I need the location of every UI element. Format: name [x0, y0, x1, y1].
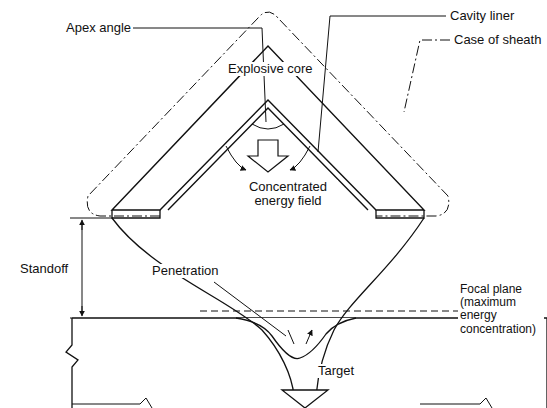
part-label: Explosive core	[226, 62, 315, 76]
leader-line	[318, 16, 446, 152]
energy-flow-curve	[112, 218, 294, 396]
cavity-liner	[168, 108, 368, 210]
energy-flow-curve	[316, 218, 424, 396]
energy-arrow	[248, 140, 288, 172]
explosive-core	[112, 46, 424, 210]
callout-label: Case of sheath	[452, 33, 543, 47]
casing-outline	[87, 12, 449, 216]
callout-label: Penetration	[150, 264, 221, 278]
energy-arrow	[226, 146, 246, 170]
part-label: Target	[316, 364, 356, 378]
output-arrow	[282, 390, 328, 408]
callout-label: Cavity liner	[448, 9, 516, 23]
focal-plane-line	[200, 311, 460, 312]
leader-line	[404, 40, 450, 112]
dimension-arrow	[82, 220, 83, 230]
callout-label: Apex angle	[64, 21, 133, 35]
region-label: Concentrated energy field	[238, 180, 338, 209]
penetration-arrows	[288, 330, 312, 344]
energy-arrow	[290, 146, 310, 170]
dimension-label: Standoff	[18, 262, 70, 276]
charge-base	[112, 210, 424, 218]
leader-line	[214, 282, 286, 336]
dimension-arrow	[82, 306, 83, 316]
break-line	[72, 398, 492, 408]
standoff-dimension	[70, 218, 112, 318]
plane-label: Focal plane (maximum energy concentratio…	[458, 283, 544, 336]
apex-angle-arc	[252, 124, 284, 129]
